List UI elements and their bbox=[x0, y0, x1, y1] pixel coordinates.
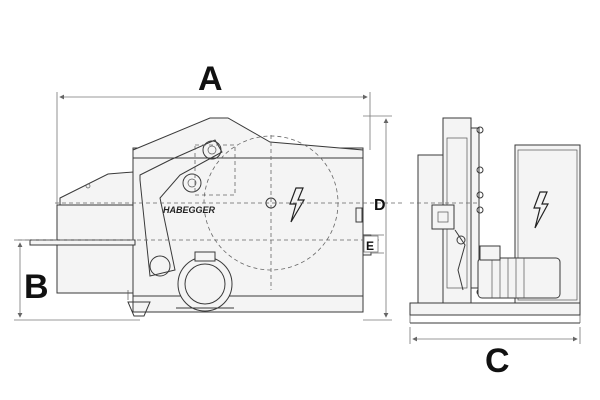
pivot-upper bbox=[202, 140, 222, 160]
front-linkage-pivot bbox=[456, 235, 466, 245]
front-linkage bbox=[454, 229, 466, 291]
dimension-e: E bbox=[363, 234, 384, 254]
bolt-1 bbox=[476, 126, 484, 134]
front-motor-terminal bbox=[479, 245, 501, 261]
front-column-edge bbox=[470, 127, 480, 289]
pivot-middle-inner bbox=[187, 178, 197, 188]
lightning-bolt-icon bbox=[289, 187, 306, 223]
side-plate bbox=[355, 207, 363, 223]
motor-terminal-box bbox=[194, 251, 216, 262]
dim-label-d: D bbox=[374, 197, 386, 214]
main-housing bbox=[132, 147, 364, 313]
cabinet-lightning-bolt-icon bbox=[533, 191, 550, 229]
motor-body bbox=[177, 256, 233, 312]
dim-label-b: B bbox=[24, 268, 49, 306]
motor-ring bbox=[184, 263, 226, 305]
pivot-lower bbox=[149, 255, 171, 277]
front-view bbox=[409, 117, 581, 324]
pivot-middle bbox=[182, 173, 202, 193]
hopper-bolt bbox=[85, 183, 91, 189]
base-frame bbox=[132, 295, 364, 313]
infeed-hopper-top bbox=[59, 171, 134, 206]
dim-label-a: A bbox=[198, 60, 223, 98]
jaw-linkage bbox=[139, 139, 223, 277]
dimension-d: D bbox=[363, 115, 392, 321]
top-hood bbox=[132, 117, 364, 159]
pivot-upper-inner bbox=[207, 145, 217, 155]
bolt-3 bbox=[476, 191, 484, 199]
front-motor bbox=[477, 257, 561, 299]
dim-label-c: C bbox=[485, 342, 510, 380]
front-base-plate bbox=[409, 302, 581, 316]
side-view: HABEGGER bbox=[18, 117, 405, 317]
electrical-cabinet-door bbox=[517, 149, 578, 301]
bolt-4 bbox=[476, 206, 484, 214]
dimension-c: C bbox=[409, 327, 581, 380]
dim-label-e: E bbox=[366, 239, 374, 253]
dimension-a: A bbox=[56, 60, 371, 205]
infeed-hopper-body bbox=[56, 204, 134, 294]
front-side-block-inner bbox=[437, 211, 449, 223]
bolt-2 bbox=[476, 166, 484, 174]
front-side-block bbox=[431, 204, 455, 230]
dimension-b: B bbox=[14, 239, 140, 321]
foot bbox=[127, 301, 151, 317]
support-bar bbox=[29, 239, 136, 246]
brand-label: HABEGGER bbox=[163, 205, 216, 215]
